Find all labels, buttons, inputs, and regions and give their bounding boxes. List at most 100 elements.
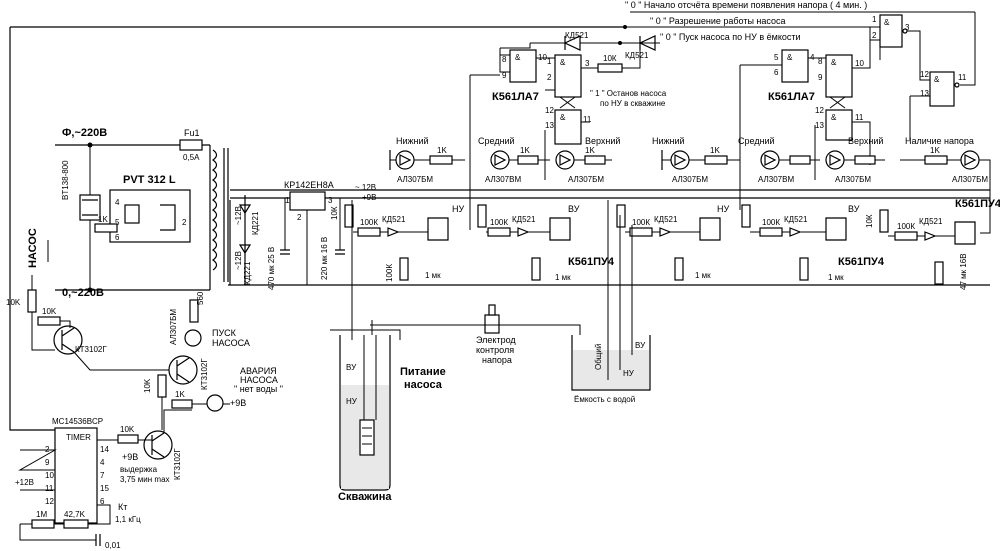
alarm-label1: АВАРИЯ <box>240 366 277 376</box>
svg-text:ВУ: ВУ <box>346 363 357 372</box>
nand-gate-right-1: & 5 6 4 <box>774 49 815 83</box>
svg-text:2: 2 <box>547 73 552 82</box>
svg-text:АЛ307БМ: АЛ307БМ <box>169 309 178 345</box>
svg-text:8: 8 <box>818 57 823 66</box>
svg-text:АЛ307ВМ: АЛ307ВМ <box>758 175 794 184</box>
svg-text:9: 9 <box>502 71 507 80</box>
svg-text:контроля: контроля <box>476 345 514 355</box>
label-12v: ~ 12В <box>355 183 376 192</box>
svg-text:2: 2 <box>182 218 187 227</box>
svg-text:АЛ307БМ: АЛ307БМ <box>835 175 871 184</box>
svg-text:Средний: Средний <box>738 136 775 146</box>
svg-text:Нижний: Нижний <box>396 136 429 146</box>
svg-text:6: 6 <box>774 68 779 77</box>
svg-text:11: 11 <box>45 484 54 493</box>
svg-text:100К: 100К <box>632 218 650 227</box>
label-kd221-a: КД221 <box>251 211 260 235</box>
note-stop: " 1 " Останов насоса <box>590 89 667 98</box>
svg-text:КТ3102Г: КТ3102Г <box>75 345 107 354</box>
label-12v-b: ~12В <box>234 251 243 270</box>
resistor-10k-alarm: 10K <box>143 374 167 398</box>
svg-text:2: 2 <box>297 213 302 222</box>
pressure-electrode: Электрод контроля напора <box>476 304 516 365</box>
svg-text:10К: 10К <box>865 214 874 228</box>
svg-text:КД521: КД521 <box>512 215 536 224</box>
well: ВУ НУ Скважина <box>338 335 392 503</box>
svg-text:Ёмкость с водой: Ёмкость с водой <box>574 395 635 404</box>
svg-text:12: 12 <box>545 106 554 115</box>
svg-text:10: 10 <box>45 471 54 480</box>
svg-text:13: 13 <box>545 121 554 130</box>
svg-text:14: 14 <box>100 445 109 454</box>
transformer <box>209 145 229 290</box>
svg-text:9: 9 <box>818 73 823 82</box>
svg-text:11: 11 <box>958 73 967 82</box>
svg-text:220 мк 16 В: 220 мк 16 В <box>320 237 329 280</box>
svg-text:&: & <box>884 18 890 27</box>
triac-bt138: BT138-800 <box>61 160 101 221</box>
nand-gate-left-2: & 1 2 3 <box>547 54 590 98</box>
svg-text:АЛ307ВМ: АЛ307ВМ <box>485 175 521 184</box>
svg-text:&: & <box>560 58 566 67</box>
svg-text:13: 13 <box>920 89 929 98</box>
resistor-10k-kt1: 10K <box>37 307 61 326</box>
svg-text:АЛ307БМ: АЛ307БМ <box>397 175 433 184</box>
note-pump-start: " 0 " Пуск насоса по НУ в ёмкости <box>660 32 801 42</box>
chip-label-right: К561ЛА7 <box>768 91 815 103</box>
svg-text:1 мк: 1 мк <box>425 271 441 280</box>
svg-text:Общий: Общий <box>594 344 603 370</box>
svg-text:12: 12 <box>920 70 929 79</box>
svg-text:10K: 10K <box>42 307 57 316</box>
label-zero: 0,~220В <box>62 287 104 299</box>
svg-text:1: 1 <box>547 57 552 66</box>
fuse-fu1: Fu1 0,5A <box>179 128 203 162</box>
resistor-560: 560 <box>189 291 205 323</box>
svg-text:9: 9 <box>45 458 50 467</box>
svg-text:100К: 100К <box>360 218 378 227</box>
label-freq: 1,1 кГц <box>115 515 141 524</box>
svg-text:1K: 1K <box>98 215 108 224</box>
svg-text:1K: 1K <box>930 146 940 155</box>
resistor-1k-led-upper-right <box>854 155 876 165</box>
label-pump: НАСОС <box>27 228 39 268</box>
transistor-kt3102-2: КТ3102Г <box>168 355 209 390</box>
chip-label-left: К561ЛА7 <box>492 91 539 103</box>
delay-label2: 3,75 мин max <box>120 475 170 484</box>
comparator-block: 10К 100К КД521 НУ 100К 1 мк 100К КД521 В… <box>330 198 1000 290</box>
svg-text:Верхний: Верхний <box>848 136 883 146</box>
svg-text:КД521: КД521 <box>654 215 678 224</box>
svg-text:АЛ307БМ: АЛ307БМ <box>672 175 708 184</box>
svg-text:1K: 1K <box>710 146 720 155</box>
svg-text:100К: 100К <box>897 222 915 231</box>
svg-text:1K: 1K <box>520 146 530 155</box>
svg-text:Верхний: Верхний <box>585 136 620 146</box>
diode-kd521-top: КД521 <box>563 31 589 51</box>
resistor-1m: 1M <box>31 510 55 529</box>
label-9v-timer: +9В <box>122 452 138 462</box>
transistor-kt3102-3: КТ3102Г <box>143 430 182 480</box>
note-stop2: по НУ в скважине <box>600 99 666 108</box>
svg-text:Fu1: Fu1 <box>184 128 200 138</box>
svg-text:6: 6 <box>100 497 105 506</box>
svg-text:НУ: НУ <box>452 204 464 214</box>
resistor-1k-led-middle-right <box>789 155 811 165</box>
resistor-1k-led-middle-left: 1K <box>517 146 539 165</box>
svg-text:1K: 1K <box>585 146 595 155</box>
svg-text:12: 12 <box>815 106 824 115</box>
svg-text:1 мк: 1 мк <box>828 273 844 282</box>
svg-text:1 мк: 1 мк <box>695 271 711 280</box>
svg-text:Средний: Средний <box>478 136 515 146</box>
svg-text:5: 5 <box>115 218 120 227</box>
svg-text:TIMER: TIMER <box>66 433 91 442</box>
svg-text:Скважина: Скважина <box>338 491 392 503</box>
svg-text:560: 560 <box>196 291 205 305</box>
svg-text:470 мк 25 В: 470 мк 25 В <box>267 247 276 290</box>
note-pump-enable: " 0 " Разрешение работы насоса <box>650 16 786 26</box>
pump-power-label2: насоса <box>404 379 443 391</box>
svg-text:КД521: КД521 <box>625 51 649 60</box>
svg-text:&: & <box>515 53 521 62</box>
svg-text:1: 1 <box>872 15 877 24</box>
svg-text:КД521: КД521 <box>565 31 589 40</box>
led-start-pump: АЛ307БМ ПУСК НАСОСА <box>169 309 250 348</box>
